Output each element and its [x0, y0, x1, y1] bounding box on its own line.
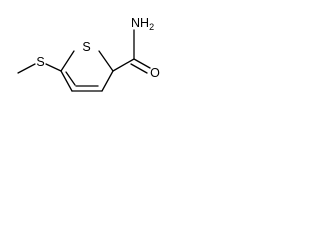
amide-nh2-label: NH2	[131, 16, 154, 32]
bond-carbonyl-o-2	[130, 63, 148, 74]
bond-s-c5	[45, 63, 62, 72]
bond-c4-c5-inner	[65, 71, 76, 86]
bond-c5-s1	[60, 50, 75, 72]
molecule-structure: S S O NH2	[17, 16, 160, 92]
bond-methyl-s	[17, 63, 36, 74]
bond-c2-c3	[101, 70, 114, 92]
atom-sulfur-methylthio: S	[36, 55, 44, 69]
atom-nitrogen: N	[131, 16, 140, 30]
atom-hydrogen: H	[140, 16, 149, 30]
bond-carbonyl-o-1	[133, 58, 151, 69]
bond-c2-carbonyl	[112, 58, 135, 72]
atom-oxygen: O	[150, 66, 160, 80]
atom-sulfur-ring: S	[82, 40, 90, 54]
bond-c4-c5	[60, 70, 73, 92]
bond-s1-c2	[98, 50, 114, 72]
hydrogen-count-subscript: 2	[149, 22, 154, 32]
